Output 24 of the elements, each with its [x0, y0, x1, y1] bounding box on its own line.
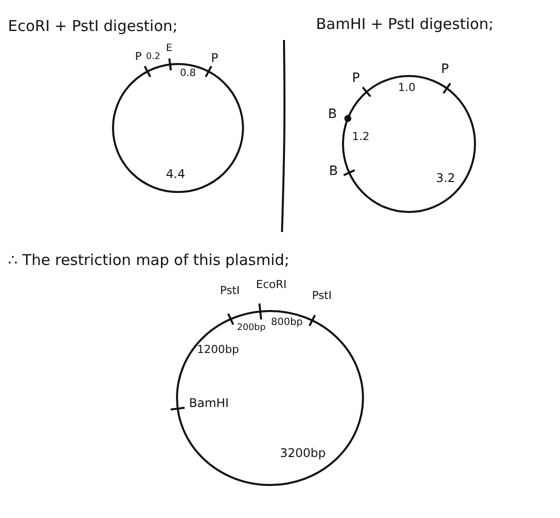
site-label: PstI: [220, 285, 240, 298]
fragment-size-label: 3200bp: [280, 447, 326, 461]
site-label: PstI: [312, 290, 332, 303]
site-label: EcoRI: [256, 279, 287, 292]
site-label: P: [211, 52, 218, 66]
fragment-size-label: 0.8: [180, 68, 196, 80]
fragment-size-label: 1.2: [352, 131, 370, 144]
fragment-size-label: 3.2: [436, 172, 456, 186]
fragment-size-label: 800bp: [271, 317, 303, 328]
fragment-size-label: 200bp: [237, 323, 266, 334]
site-label: B: [328, 108, 337, 123]
site-label: P: [352, 72, 360, 87]
heading-text: ∴ The restriction map of this plasmid;: [8, 252, 290, 270]
fragment-size-label: 0.2: [146, 52, 160, 62]
site-label: B: [329, 165, 338, 180]
site-label: E: [166, 43, 172, 54]
fragment-size-label: 4.4: [166, 168, 186, 182]
site-label: P: [441, 63, 449, 78]
heading-text: EcoRI + PstI digestion;: [8, 18, 178, 36]
heading-text: BamHI + PstI digestion;: [316, 16, 494, 34]
site-label: BamHI: [189, 397, 229, 411]
fragment-size-label: 1.0: [398, 82, 416, 95]
site-label: P: [135, 51, 142, 64]
fragment-size-label: 1200bp: [197, 344, 239, 357]
